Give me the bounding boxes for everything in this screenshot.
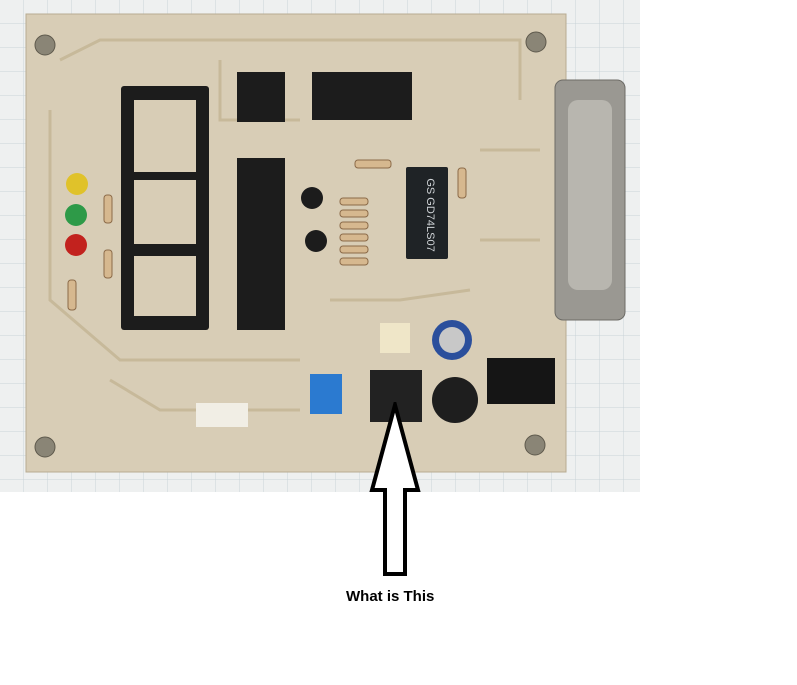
pcb-traces	[48, 38, 540, 412]
db25-connector	[554, 79, 626, 321]
ic-chip: GS GD74LS07	[406, 167, 448, 259]
pcb-board	[25, 13, 567, 473]
ic-sockets	[121, 72, 412, 330]
resistors	[67, 159, 467, 311]
circuit-board-photo: GS GD74LS07	[0, 0, 640, 492]
question-caption: What is This	[346, 588, 435, 605]
transistors	[301, 187, 327, 252]
chip-label: GS GD74LS07	[424, 178, 436, 251]
up-arrow-annotation	[369, 402, 421, 576]
leds	[65, 173, 88, 256]
